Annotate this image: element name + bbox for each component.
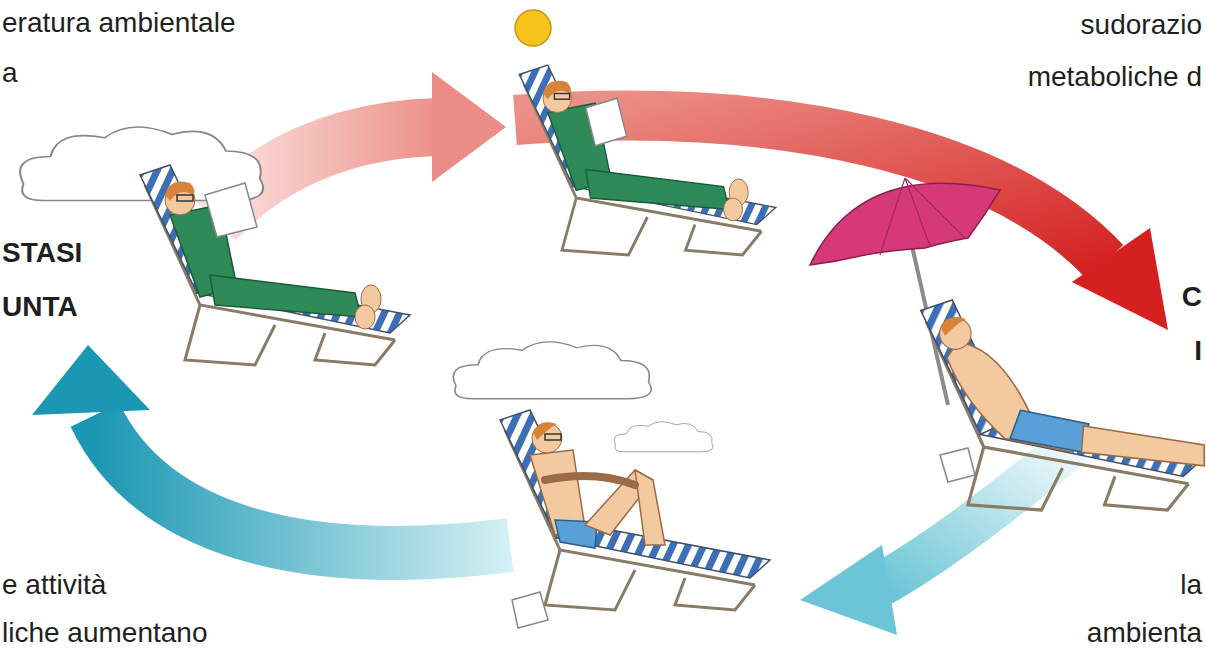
state-label: C (1182, 280, 1202, 314)
caption-fragment: metaboliche d (1028, 60, 1202, 94)
caption-fragment: la (1180, 568, 1202, 602)
caption-fragment: e attività (2, 568, 106, 602)
state-label: STASI (2, 236, 82, 270)
caption-fragment: sudorazio (1081, 8, 1202, 42)
state-label: I (1194, 334, 1202, 368)
caption-fragment: a (2, 56, 18, 90)
caption-fragment: ambienta (1087, 616, 1202, 650)
caption-fragment: liche aumentano (2, 616, 207, 650)
caption-fragment: eratura ambientale (2, 6, 235, 40)
state-label: UNTA (2, 290, 78, 324)
